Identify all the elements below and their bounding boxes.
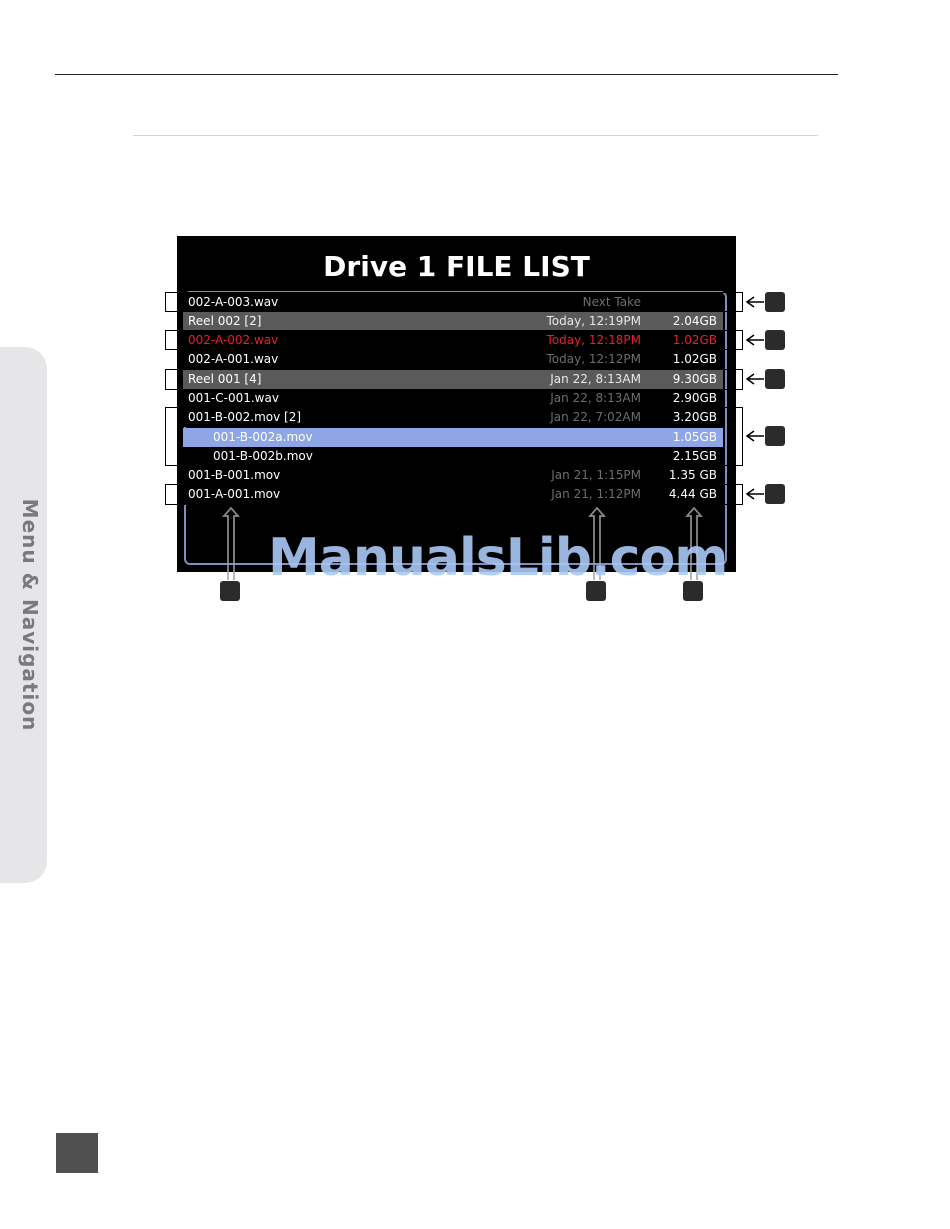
file-name: 001-C-001.wav (188, 391, 279, 405)
callout-box-last-take (165, 330, 743, 350)
side-tab-label: Menu & Navigation (18, 498, 42, 732)
arrow-head (745, 296, 755, 308)
file-size: 2.04GB (672, 314, 717, 328)
file-row[interactable]: 001-A-001.mov Jan 21, 1:12PM 4.44 GB (183, 485, 723, 504)
file-date: Jan 22, 8:13AM (550, 391, 641, 405)
file-row[interactable]: 001-C-001.wav Jan 22, 8:13AM 2.90GB (183, 389, 723, 408)
file-date: Jan 22, 8:13AM (550, 372, 641, 386)
file-date: Today, 12:19PM (546, 314, 641, 328)
file-name: 001-B-001.mov (188, 468, 281, 482)
side-tab (0, 347, 47, 883)
file-name: 002-A-001.wav (188, 352, 279, 366)
callout-badge (765, 426, 785, 446)
file-size: 1.02GB (672, 352, 717, 366)
file-name: 001-B-002a.mov (213, 430, 313, 444)
file-date: Today, 12:12PM (546, 352, 641, 366)
arrow-head (745, 373, 755, 385)
page-number-block (56, 1133, 98, 1173)
callout-badge (586, 581, 606, 601)
callout-badge (765, 369, 785, 389)
file-size: 1.02GB (672, 333, 717, 347)
file-row[interactable]: 002-A-003.wav Next Take (183, 293, 723, 312)
file-name: Reel 002 [2] (188, 314, 262, 328)
file-group-row[interactable]: 001-B-002.mov [2] Jan 22, 7:02AM 3.20GB (183, 408, 723, 427)
file-size: 2.90GB (672, 391, 717, 405)
file-name: Reel 001 [4] (188, 372, 262, 386)
file-child-row[interactable]: 001-B-002b.mov 2.15GB (183, 447, 723, 466)
file-size: 4.44 GB (668, 487, 717, 501)
reel-row[interactable]: Reel 002 [2] Today, 12:19PM 2.04GB (183, 312, 723, 331)
arrow-head (745, 488, 755, 500)
file-row[interactable]: 001-B-001.mov Jan 21, 1:15PM 1.35 GB (183, 466, 723, 485)
file-child-row[interactable]: 001-B-002a.mov 1.05GB (183, 428, 723, 447)
screen-title: Drive 1 FILE LIST (323, 250, 590, 283)
file-date: Jan 22, 7:02AM (550, 410, 641, 424)
file-row[interactable]: 002-A-002.wav Today, 12:18PM 1.02GB (183, 331, 723, 350)
callout-box-reel (165, 369, 743, 390)
file-size: 2.15GB (672, 449, 717, 463)
callout-badge (765, 330, 785, 350)
callout-badge (220, 581, 240, 601)
watermark: ManualsLib.com (268, 528, 728, 588)
file-name: 001-B-002b.mov (213, 449, 313, 463)
file-date: Jan 21, 1:12PM (551, 487, 641, 501)
callout-box-file-group (165, 407, 743, 466)
file-size: 9.30GB (672, 372, 717, 386)
file-name: 002-A-003.wav (188, 295, 279, 309)
file-size: 3.20GB (672, 410, 717, 424)
callout-badge (683, 581, 703, 601)
file-date: Jan 21, 1:15PM (551, 468, 641, 482)
section-rule (133, 135, 818, 136)
file-name: 002-A-002.wav (188, 333, 279, 347)
file-date: Today, 12:18PM (546, 333, 641, 347)
callout-badge (765, 292, 785, 312)
reel-row[interactable]: Reel 001 [4] Jan 22, 8:13AM 9.30GB (183, 370, 723, 389)
file-size: 1.05GB (672, 430, 717, 444)
callout-box-next-take (165, 292, 743, 312)
file-name: 001-B-002.mov [2] (188, 410, 302, 424)
callout-box-file (165, 484, 743, 505)
file-date: Next Take (582, 295, 641, 309)
callout-badge (765, 484, 785, 504)
file-size: 1.35 GB (668, 468, 717, 482)
arrow-head (745, 334, 755, 346)
arrow-head (745, 430, 755, 442)
file-row[interactable]: 002-A-001.wav Today, 12:12PM 1.02GB (183, 350, 723, 369)
file-name: 001-A-001.mov (188, 487, 281, 501)
header-rule (55, 74, 838, 75)
